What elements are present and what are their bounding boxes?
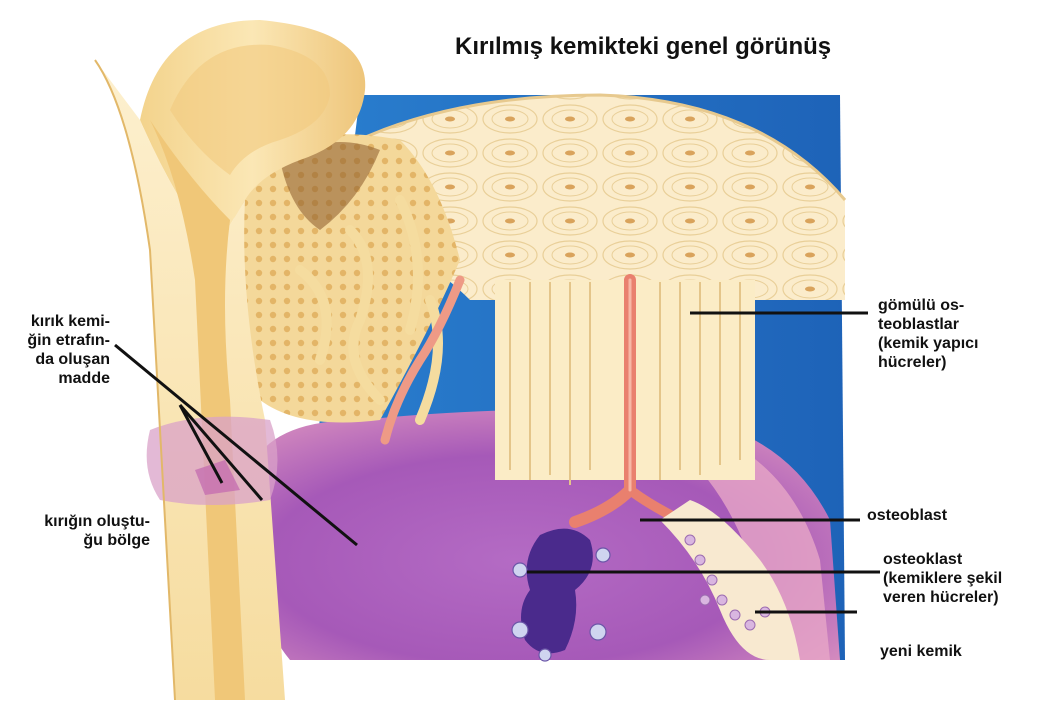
label-new-bone: yeni kemik: [880, 642, 962, 661]
label-fracture-zone: kırığın oluştu- ğu bölge: [0, 512, 150, 550]
label-callus: kırık kemi- ğin etrafın- da oluşan madde: [0, 312, 110, 388]
diagram-title: Kırılmış kemikteki genel görünüş: [455, 33, 831, 61]
label-osteoblast: osteoblast: [867, 506, 947, 525]
label-osteoclast: osteoklast (kemiklere şekil veren hücrel…: [883, 550, 1002, 607]
label-embedded-osteoblasts: gömülü os- teoblastlar (kemik yapıcı hüc…: [878, 296, 979, 372]
